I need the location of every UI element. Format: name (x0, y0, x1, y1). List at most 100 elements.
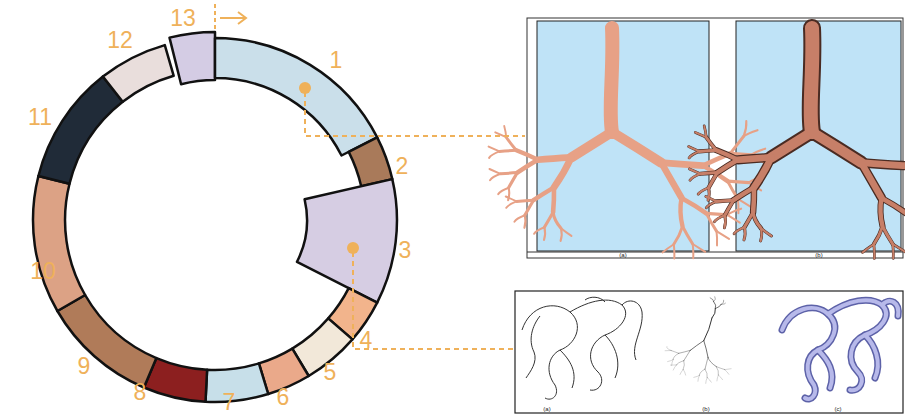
branch (706, 137, 716, 150)
branch (489, 147, 500, 152)
branch (506, 137, 516, 150)
callout-number: 6 (277, 386, 290, 409)
subfigure-label: (b) (702, 406, 709, 412)
branch (771, 132, 812, 157)
branch (700, 173, 717, 174)
branch (714, 215, 724, 221)
branch (704, 341, 708, 358)
branch (672, 360, 674, 366)
ring-chart (33, 32, 397, 402)
branch (717, 160, 738, 173)
ring-segment (57, 295, 156, 388)
branch (761, 228, 762, 241)
branch (714, 302, 716, 309)
callout-number: 9 (78, 355, 91, 378)
branch (508, 188, 509, 201)
branch (744, 130, 758, 136)
branch (717, 200, 734, 201)
subfigure-label: (c) (835, 406, 842, 412)
branch (538, 157, 572, 159)
branch (667, 347, 671, 351)
branch (506, 201, 516, 207)
airway-view-b (736, 21, 901, 251)
branch (699, 150, 716, 151)
branch (689, 151, 699, 158)
branch (671, 364, 677, 365)
branch (663, 244, 674, 252)
branch (744, 227, 745, 240)
callout-number: 11 (28, 106, 52, 129)
branch (873, 244, 876, 258)
branch (706, 137, 716, 150)
branch (714, 297, 716, 302)
branch (712, 309, 716, 318)
branch (490, 169, 501, 174)
branch (812, 132, 861, 163)
branch (863, 244, 874, 252)
branch (690, 169, 701, 174)
trachea (811, 28, 813, 132)
branch (680, 198, 682, 226)
branch (500, 173, 517, 174)
branch (718, 375, 722, 380)
branch (509, 173, 518, 188)
branch (683, 226, 693, 244)
trachea (611, 28, 613, 132)
trachea (811, 28, 813, 132)
branch (704, 126, 706, 137)
branch (489, 151, 499, 158)
branch (874, 226, 883, 244)
vessel-tree (665, 297, 731, 384)
branch (891, 244, 894, 258)
airway-tree-outlined (689, 28, 905, 259)
branch (561, 228, 562, 241)
branch (709, 173, 718, 188)
branch (708, 357, 716, 366)
branch (710, 298, 714, 302)
branch (694, 375, 700, 377)
branch (705, 357, 708, 369)
branch (700, 173, 717, 174)
branch (668, 360, 674, 362)
branch (734, 227, 744, 234)
branch (744, 227, 745, 240)
branch (706, 378, 708, 384)
branch (544, 227, 545, 240)
branch (680, 369, 683, 374)
branch (661, 163, 681, 198)
callout-number: 7 (223, 391, 236, 414)
ring-segment (103, 45, 174, 102)
branch (674, 226, 683, 244)
branch (903, 166, 905, 182)
branch (704, 318, 712, 341)
start-marker (215, 4, 246, 30)
branch (738, 157, 772, 159)
branch (683, 369, 686, 375)
branch (690, 174, 700, 180)
callout-number: 13 (170, 7, 196, 30)
vessel-tubes (782, 300, 898, 399)
branch (525, 200, 534, 215)
branch (716, 150, 738, 160)
branch (812, 132, 861, 163)
branch (498, 188, 508, 194)
branch (880, 198, 882, 226)
branch (707, 378, 711, 383)
branch (724, 215, 725, 228)
vessel-centerlines (522, 297, 642, 399)
branch (695, 132, 706, 137)
subfigure-label: (a) (543, 406, 550, 412)
branch (612, 132, 661, 163)
branch (534, 227, 544, 234)
branch (689, 151, 699, 158)
branch (689, 147, 700, 152)
branch (706, 201, 716, 207)
branch (514, 215, 524, 221)
branch (490, 174, 500, 180)
airway-panel (527, 18, 903, 258)
branch (693, 244, 706, 252)
branch (861, 163, 881, 198)
branch (673, 353, 679, 359)
